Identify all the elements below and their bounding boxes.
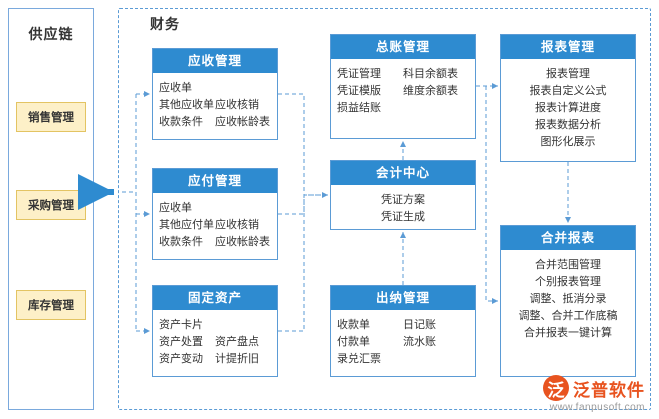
item[interactable]: 应收单 (159, 202, 192, 214)
item[interactable]: 调整、合并工作底稿 (518, 310, 618, 322)
item[interactable]: 其他应付单 (159, 219, 214, 231)
card-report-management[interactable]: 报表管理 报表管理 报表自定义公式 报表计算进度 报表数据分析 图形化展示 (500, 34, 636, 162)
item[interactable]: 报表数据分析 (535, 119, 601, 131)
item[interactable]: 调整、抵消分录 (529, 293, 607, 305)
item[interactable]: 凭证管理 (337, 68, 381, 80)
card-title: 报表管理 (501, 35, 635, 59)
card-body: 应收单 其他应付单应收核销 收款条件应收帐龄表 (153, 193, 277, 257)
card-body: 凭证管理 科目余额表 凭证模版 维度余额表 损益结账 (331, 59, 475, 123)
item[interactable]: 个别报表管理 (535, 276, 601, 288)
card-body: 资产卡片 资产处置资产盘点 资产变动计提折旧 (153, 310, 277, 374)
card-body: 凭证方案 凭证生成 (331, 185, 475, 232)
item[interactable]: 报表管理 (546, 68, 590, 80)
card-title: 会计中心 (331, 161, 475, 185)
item[interactable]: 资产处置 (159, 336, 203, 348)
item[interactable]: 计提折旧 (215, 353, 259, 365)
brand-watermark: 泛 泛普软件 www.fanpusoft.com (543, 375, 645, 413)
card-body: 报表管理 报表自定义公式 报表计算进度 报表数据分析 图形化展示 (501, 59, 635, 157)
item (403, 100, 469, 117)
card-general-ledger[interactable]: 总账管理 凭证管理 科目余额表 凭证模版 维度余额表 损益结账 (330, 34, 476, 139)
brand-url: www.fanpusoft.com (549, 402, 645, 413)
item[interactable]: 应收核销 (215, 99, 259, 111)
item (215, 317, 271, 334)
sidebar-item-inventory[interactable]: 库存管理 (16, 290, 86, 320)
card-accounts-receivable[interactable]: 应收管理 应收单 其他应收单应收核销 收款条件应收帐龄表 (152, 48, 278, 140)
item[interactable]: 录兑汇票 (337, 353, 381, 365)
item[interactable]: 科目余额表 (403, 68, 458, 80)
item[interactable]: 应收单 (159, 82, 192, 94)
item[interactable]: 资产盘点 (215, 336, 259, 348)
supply-chain-title: 供应链 (28, 26, 74, 42)
item[interactable]: 日记账 (403, 319, 436, 331)
item[interactable]: 流水账 (403, 336, 436, 348)
brand-logo-icon: 泛 (543, 375, 569, 401)
item[interactable]: 维度余额表 (403, 85, 458, 97)
card-body: 合并范围管理 个别报表管理 调整、抵消分录 调整、合并工作底稿 合并报表一键计算 (501, 250, 635, 348)
card-title: 总账管理 (331, 35, 475, 59)
card-accounting-center[interactable]: 会计中心 凭证方案 凭证生成 (330, 160, 476, 230)
item[interactable]: 图形化展示 (540, 136, 596, 148)
finance-title: 财务 (150, 16, 180, 32)
item[interactable]: 报表自定义公式 (529, 85, 607, 97)
item[interactable]: 报表计算进度 (535, 102, 601, 114)
card-cashier[interactable]: 出纳管理 收款单 日记账 付款单 流水账 录兑汇票 (330, 285, 476, 377)
card-title: 应收管理 (153, 49, 277, 73)
item[interactable]: 资产变动 (159, 353, 203, 365)
item[interactable]: 合并范围管理 (535, 259, 601, 271)
item[interactable]: 凭证方案 (381, 194, 425, 206)
item[interactable]: 资产卡片 (159, 319, 203, 331)
card-title: 出纳管理 (331, 286, 475, 310)
card-consolidated-report[interactable]: 合并报表 合并范围管理 个别报表管理 调整、抵消分录 调整、合并工作底稿 合并报… (500, 225, 636, 377)
item[interactable]: 应收帐龄表 (215, 116, 270, 128)
item[interactable]: 合并报表一键计算 (524, 327, 612, 339)
item[interactable]: 凭证生成 (381, 211, 425, 223)
item[interactable]: 付款单 (337, 336, 370, 348)
card-fixed-assets[interactable]: 固定资产 资产卡片 资产处置资产盘点 资产变动计提折旧 (152, 285, 278, 377)
item (215, 80, 271, 97)
card-title: 合并报表 (501, 226, 635, 250)
card-accounts-payable[interactable]: 应付管理 应收单 其他应付单应收核销 收款条件应收帐龄表 (152, 168, 278, 260)
sidebar-item-purchase[interactable]: 采购管理 (16, 190, 86, 220)
item (403, 351, 469, 368)
item[interactable]: 应收帐龄表 (215, 236, 270, 248)
card-body: 收款单 日记账 付款单 流水账 录兑汇票 (331, 310, 475, 374)
item[interactable]: 应收核销 (215, 219, 259, 231)
item[interactable]: 凭证模版 (337, 85, 381, 97)
item[interactable]: 其他应收单 (159, 99, 214, 111)
sidebar-item-sales[interactable]: 销售管理 (16, 102, 86, 132)
item (215, 200, 271, 217)
item[interactable]: 收款条件 (159, 236, 203, 248)
item[interactable]: 收款单 (337, 319, 370, 331)
card-title: 固定资产 (153, 286, 277, 310)
card-title: 应付管理 (153, 169, 277, 193)
item[interactable]: 收款条件 (159, 116, 203, 128)
brand-name: 泛普软件 (573, 380, 645, 400)
card-body: 应收单 其他应收单应收核销 收款条件应收帐龄表 (153, 73, 277, 137)
item[interactable]: 损益结账 (337, 102, 381, 114)
